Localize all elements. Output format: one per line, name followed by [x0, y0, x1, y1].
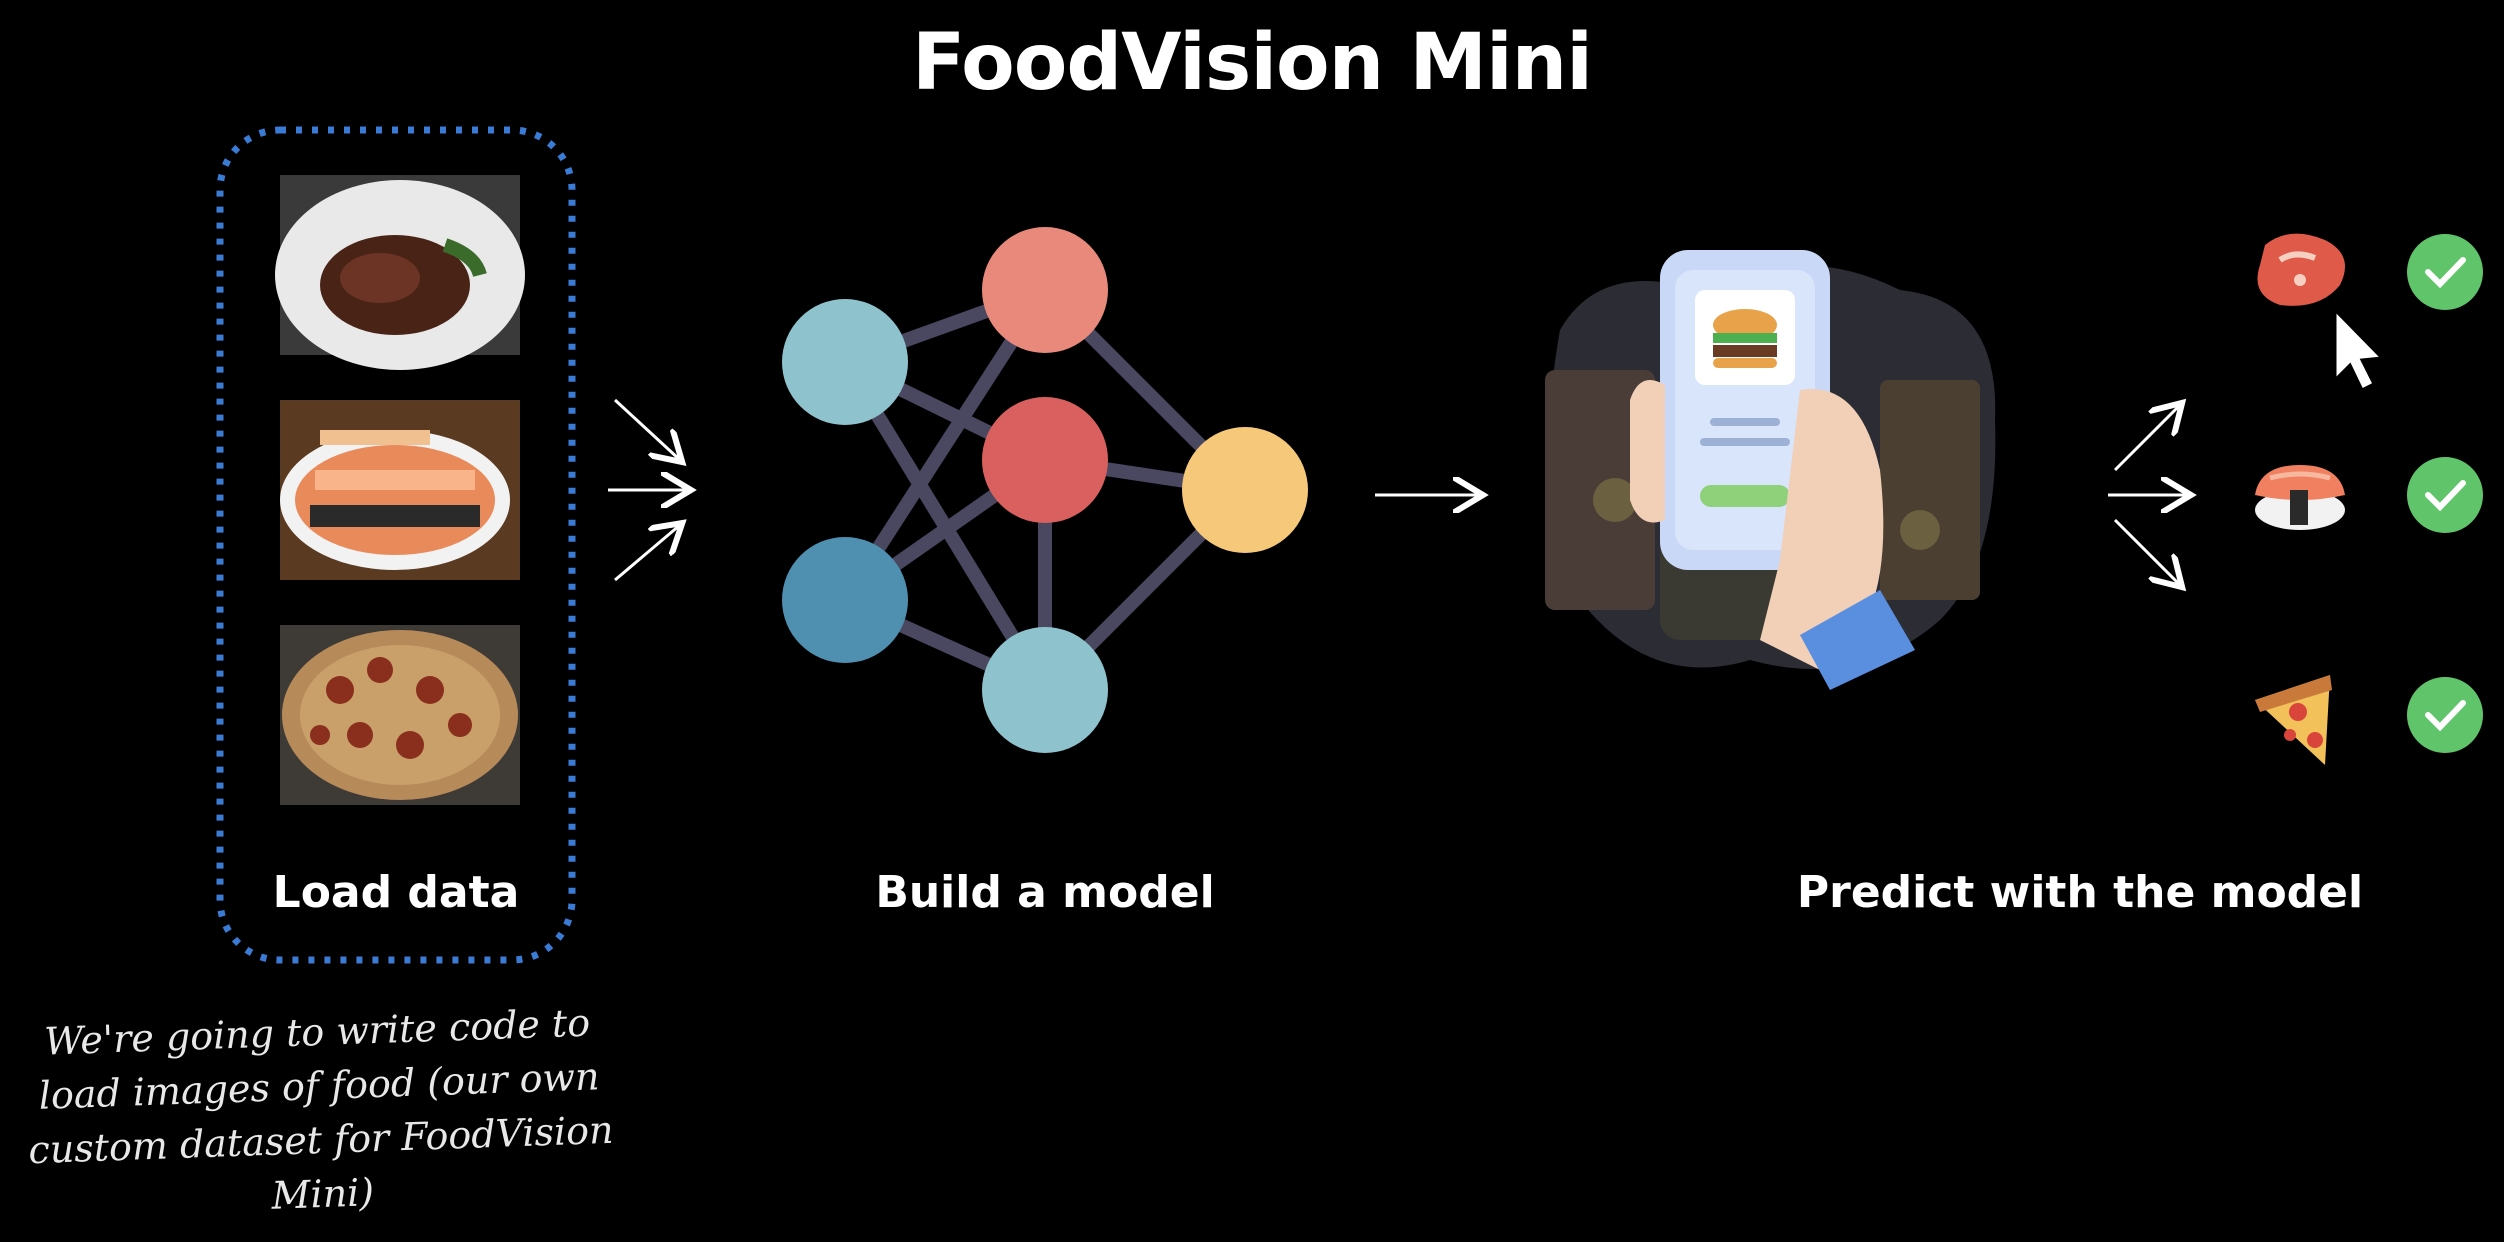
steak-photo — [275, 175, 525, 370]
nn-node — [982, 397, 1108, 523]
sushi-icon — [2255, 465, 2345, 530]
pizza-photo — [280, 625, 520, 805]
arrows-to-results — [2108, 405, 2188, 585]
nn-node — [982, 627, 1108, 753]
handwritten-note: We're going to write code to load images… — [27, 1000, 615, 1218]
cursor-icon — [2333, 306, 2386, 393]
check-icon — [2407, 234, 2483, 310]
steak-icon — [2257, 233, 2345, 306]
load-data-box — [216, 126, 576, 964]
phone-in-hand — [1545, 250, 1996, 690]
nn-node — [982, 227, 1108, 353]
sushi-photo — [280, 400, 520, 580]
load-data-label: Load data — [272, 867, 520, 918]
build-model-label: Build a model — [875, 867, 1215, 918]
nn-node — [1182, 427, 1308, 553]
arrows-to-model — [608, 398, 688, 582]
nn-node — [782, 537, 908, 663]
pizza-icon — [2255, 675, 2332, 765]
check-icon — [2407, 677, 2483, 753]
check-icon — [2407, 457, 2483, 533]
page-title: FoodVision Mini — [912, 18, 1593, 108]
nn-node — [782, 299, 908, 425]
predict-label: Predict with the model — [1796, 867, 2364, 918]
neural-network — [782, 227, 1308, 753]
